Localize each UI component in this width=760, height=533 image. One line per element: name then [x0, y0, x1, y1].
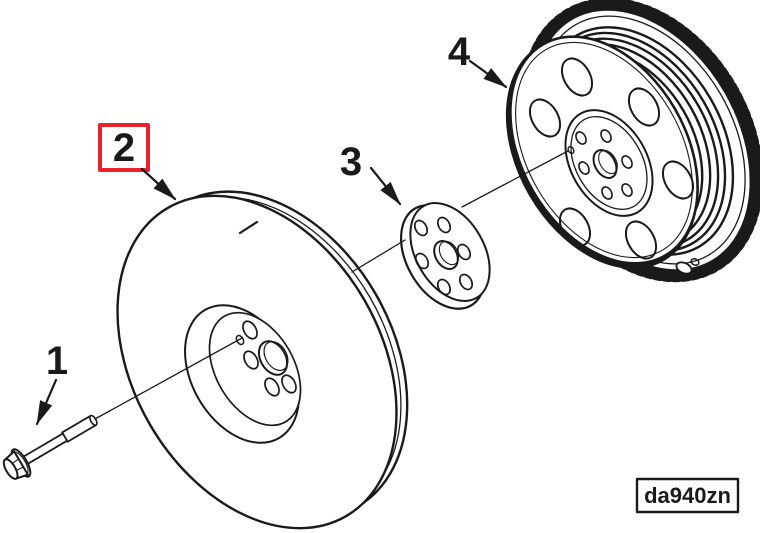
callout-2-highlight-box — [98, 123, 150, 172]
pulley-window-ovals — [528, 57, 695, 260]
code-box-border — [635, 477, 740, 514]
callout-2: 2 — [98, 123, 177, 201]
callout-3-arrow — [369, 166, 402, 206]
callout-2-arrow — [140, 167, 177, 201]
callout-3: 3 — [340, 140, 402, 206]
damper-center-bore-depth — [263, 340, 289, 372]
damper-face-tick-mark — [238, 220, 259, 235]
damper-hub-bolt-holes — [242, 320, 297, 397]
pulley-center-bore-depth — [598, 149, 618, 175]
callout-2-label: 2 — [113, 126, 135, 170]
callout-3-label: 3 — [340, 140, 362, 184]
vibration-damper-drawing — [116, 190, 409, 530]
pulley-center-bore — [592, 149, 618, 179]
spacer-drawing — [399, 202, 491, 310]
pulley-bottom-tab — [675, 258, 700, 275]
pulley-hub-inner-line — [570, 116, 648, 210]
crankshaft-pulley-drawing — [505, 0, 760, 283]
bolt-threaded-shaft — [19, 431, 70, 467]
callout-4-label: 4 — [448, 30, 471, 74]
damper-center-bore — [257, 340, 289, 376]
spacer-front-face — [409, 202, 491, 302]
callout-1: 1 — [35, 339, 68, 426]
callout-4: 4 — [448, 30, 508, 89]
pulley-face-inner-line — [515, 41, 693, 259]
damper-index-hole — [235, 334, 245, 346]
spacer-holes — [413, 216, 474, 296]
spacer-center-bore — [433, 239, 459, 271]
callout-4-arrow — [468, 59, 508, 89]
assembly-centerline — [94, 150, 569, 420]
callout-1-label: 1 — [46, 339, 68, 383]
centerline-spacer-to-pulley — [461, 150, 569, 208]
centerline-bolt-to-damper — [94, 337, 243, 420]
mounting-bolt-drawing — [2, 414, 98, 480]
callout-1-arrow — [35, 378, 58, 426]
diagram-code-box: da940zn — [635, 477, 740, 514]
diagram-code-label: da940zn — [644, 483, 731, 508]
spacer-center-bore-depth — [438, 240, 460, 266]
pulley-hub-bolt-holes — [575, 129, 633, 200]
centerline-damper-to-spacer — [351, 239, 406, 273]
bolt-head-face — [2, 458, 19, 480]
pulley-index-hole — [567, 145, 575, 155]
